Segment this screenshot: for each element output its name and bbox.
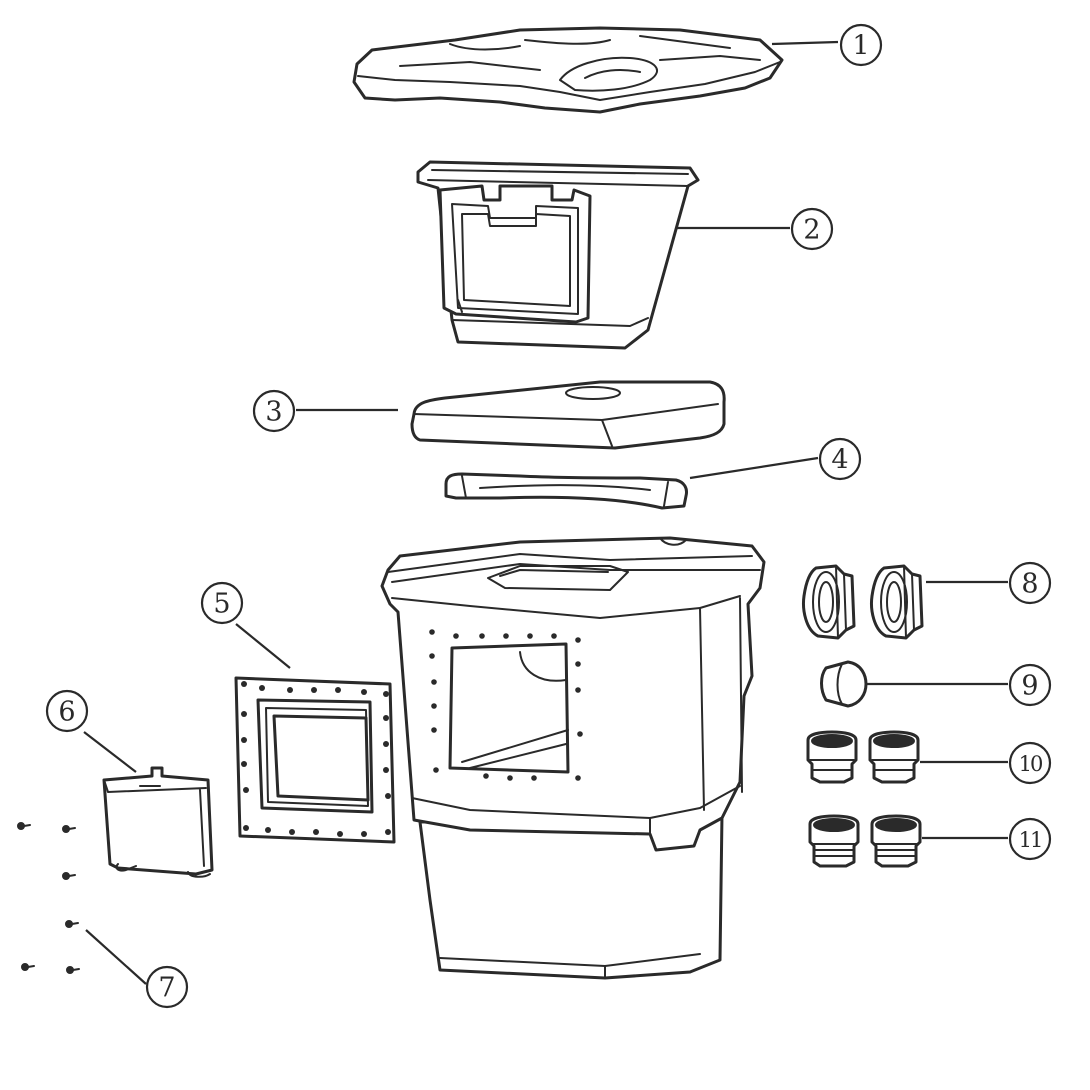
callout-label-1: 1 xyxy=(852,31,869,62)
callout-10: 10 xyxy=(1008,741,1052,785)
callout-label-3: 3 xyxy=(265,397,282,428)
callout-label-8: 8 xyxy=(1021,569,1038,600)
part-screws xyxy=(17,822,80,974)
part-plug xyxy=(820,660,868,708)
callout-9: 9 xyxy=(1008,663,1052,707)
callout-2: 2 xyxy=(790,207,834,251)
callout-4: 4 xyxy=(818,437,862,481)
callout-label-11: 11 xyxy=(1019,828,1042,852)
callout-5: 5 xyxy=(200,581,244,625)
callout-label-6: 6 xyxy=(58,697,75,728)
part-lid xyxy=(352,26,784,114)
callout-label-5: 5 xyxy=(213,589,230,620)
callout-11: 11 xyxy=(1008,817,1052,861)
callout-label-4: 4 xyxy=(831,445,848,476)
callout-label-7: 7 xyxy=(158,973,175,1004)
part-pad-support xyxy=(444,472,688,510)
part-bulkhead-fittings xyxy=(802,564,924,640)
part-filter-pad xyxy=(410,380,726,450)
callout-3: 3 xyxy=(252,389,296,433)
part-faceplate xyxy=(234,676,396,844)
part-adapters-b xyxy=(808,814,922,868)
callout-7: 7 xyxy=(145,965,189,1009)
callout-label-2: 2 xyxy=(803,215,820,246)
callout-label-9: 9 xyxy=(1021,671,1038,702)
callout-6: 6 xyxy=(45,689,89,733)
part-adapters-a xyxy=(806,730,920,784)
callout-label-10: 10 xyxy=(1019,752,1042,776)
part-skimmer-body xyxy=(380,536,766,980)
leader-lines xyxy=(83,40,1008,985)
part-basket xyxy=(416,160,700,350)
part-weir-door xyxy=(102,766,214,878)
callout-8: 8 xyxy=(1008,561,1052,605)
callout-1: 1 xyxy=(839,23,883,67)
